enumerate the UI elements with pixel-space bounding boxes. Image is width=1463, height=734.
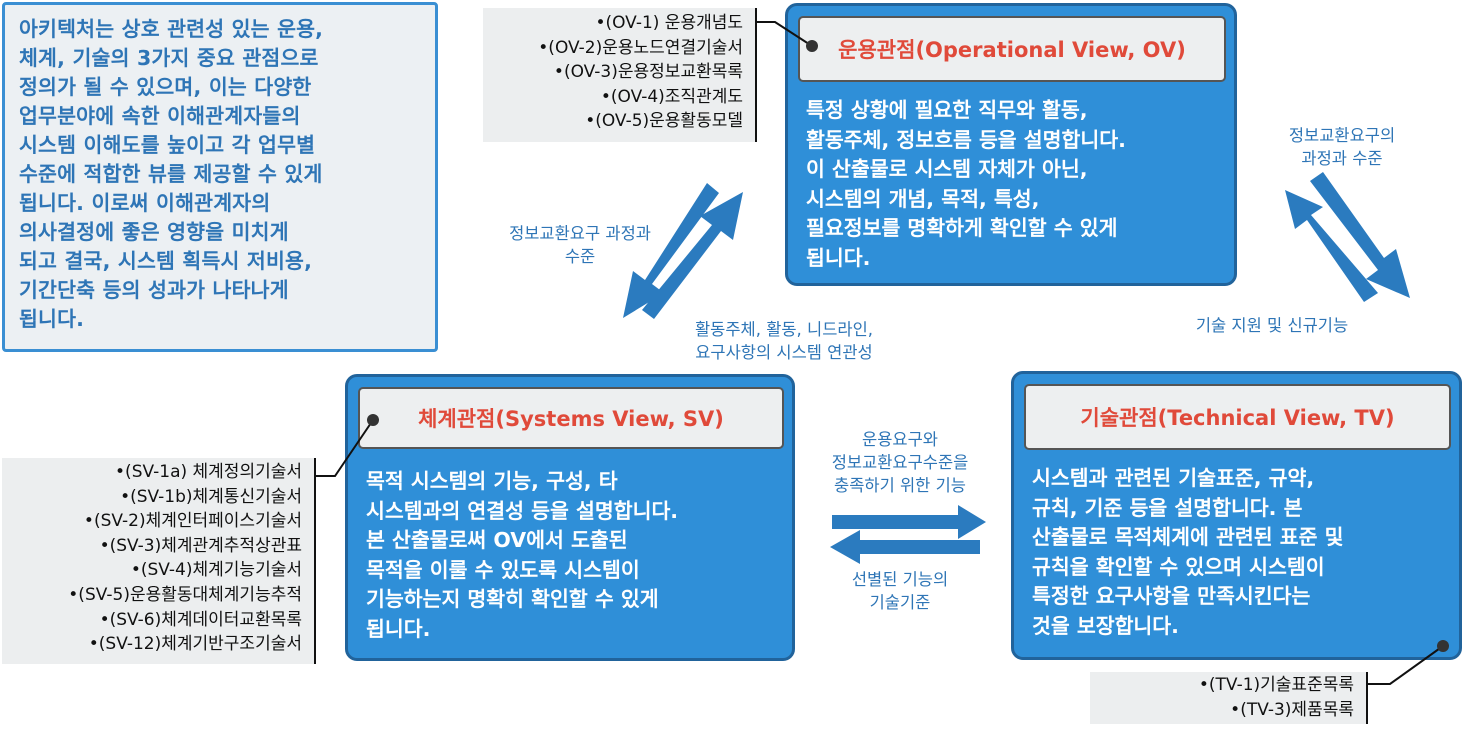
intro-line: 아키텍처는 상호 관련성 있는 운용, xyxy=(19,17,324,41)
caption-line: 수준 xyxy=(564,247,596,266)
sv-doc-item: •(SV-12)체계기반구조기술서 xyxy=(88,634,302,655)
tv-connector-line xyxy=(1368,645,1444,685)
sv-body-line: 목적을 이룰 수 있도록 시스템이 xyxy=(366,557,640,582)
technical-view-title: 기술관점(Technical View, TV) xyxy=(1024,384,1451,450)
sv-body-line: 됩니다. xyxy=(366,616,431,641)
ov-body-line: 필요정보를 명확하게 확인할 수 있게 xyxy=(806,216,1118,240)
tv-document-list: •(TV-1)기술표준목록 •(TV-3)제품목록 xyxy=(1090,672,1368,724)
tv-connector-dot xyxy=(1437,640,1449,652)
intro-line: 의사결정에 좋은 영향을 미치게 xyxy=(19,220,289,244)
sv-doc-item: •(SV-1a) 체계정의기술서 xyxy=(115,462,302,482)
operational-view-box: 운용관점(Operational View, OV) 특정 상황에 필요한 직무… xyxy=(785,3,1237,286)
ov-sv-upper-caption: 정보교환요구 과정과 수준 xyxy=(480,222,680,268)
sv-body-line: 기능하는지 명확히 확인할 수 있게 xyxy=(366,587,659,611)
ov-body-line: 시스템의 개념, 목적, 특성, xyxy=(806,186,1040,211)
intro-line: 수준에 적합한 뷰를 제공할 수 있게 xyxy=(19,162,323,186)
sv-body-line: 시스템과의 연결성 등을 설명합니다. xyxy=(366,498,679,523)
intro-line: 체계, 기술의 3가지 중요 관점으로 xyxy=(19,46,319,70)
tv-doc-item: •(TV-1)기술표준목록 xyxy=(1198,675,1354,695)
ov-doc-item: •(OV-2)운용노드연결기술서 xyxy=(538,37,743,58)
caption-line: 운용요구와 xyxy=(862,430,938,449)
tv-body-line: 특정한 요구사항을 만족시킨다는 xyxy=(1032,584,1311,608)
intro-line: 업무분야에 속한 이해관계자들의 xyxy=(19,104,301,128)
ov-to-tv-arrow xyxy=(1310,172,1410,298)
ov-tv-lower-caption: 기술 지원 및 신규기능 xyxy=(1162,314,1382,337)
ov-doc-item: •(OV-3)운용정보교환목록 xyxy=(553,62,743,83)
tv-to-sv-arrow xyxy=(830,530,980,564)
tv-body-line: 것을 보장합니다. xyxy=(1032,613,1179,638)
ov-tv-upper-caption: 정보교환요구의 과정과 수준 xyxy=(1262,124,1422,170)
systems-view-title: 체계관점(Systems View, SV) xyxy=(358,387,784,449)
sv-doc-item: •(SV-3)체계관계추적상관표 xyxy=(99,535,302,556)
sv-to-tv-arrow xyxy=(832,505,986,539)
ov-document-list: •(OV-1) 운용개념도 •(OV-2)운용노드연결기술서 •(OV-3)운용… xyxy=(483,8,757,142)
sv-tv-lower-caption: 선별된 기능의 기술기준 xyxy=(800,568,1000,614)
intro-line: 시스템 이해도를 높이고 각 업무별 xyxy=(19,133,316,157)
ov-sv-lower-caption: 활동주체, 활동, 니드라인, 요구사항의 시스템 연관성 xyxy=(668,318,900,364)
technical-view-description: 시스템과 관련된 기술표준, 규약, 규칙, 기준 등을 설명합니다. 본 산출… xyxy=(1032,464,1452,641)
technical-view-box: 기술관점(Technical View, TV) 시스템과 관련된 기술표준, … xyxy=(1011,371,1462,660)
caption-line: 충족하기 위한 기능 xyxy=(834,476,966,495)
intro-line: 기간단축 등의 성과가 나타나게 xyxy=(19,278,289,302)
sv-document-list: •(SV-1a) 체계정의기술서 •(SV-1b)체계통신기술서 •(SV-2)… xyxy=(2,458,316,664)
ov-connector-dot xyxy=(806,40,818,52)
caption-line: 정보교환요구수준을 xyxy=(831,453,969,472)
intro-line: 됩니다. 이로써 이해관계자의 xyxy=(19,191,271,215)
caption-line: 정보교환요구 과정과 xyxy=(509,224,651,243)
intro-line: 정의가 될 수 있으며, 이는 다양한 xyxy=(19,75,312,99)
tv-to-ov-arrow xyxy=(1285,190,1378,302)
ov-body-line: 특정 상황에 필요한 직무와 활동, xyxy=(806,98,1088,122)
sv-doc-item: •(SV-6)체계데이터교환목록 xyxy=(99,609,302,630)
sv-body-line: 목적 시스템의 기능, 구성, 타 xyxy=(366,469,618,493)
sv-doc-item: •(SV-5)운용활동대체계기능추적 xyxy=(68,584,302,605)
caption-line: 활동주체, 활동, 니드라인, xyxy=(694,320,874,339)
operational-view-title: 운용관점(Operational View, OV) xyxy=(798,16,1226,82)
sv-connector-line xyxy=(316,419,374,477)
ov-body-line: 활동주체, 정보흐름 등을 설명합니다. xyxy=(806,127,1126,152)
sv-doc-item: •(SV-1b)체계통신기술서 xyxy=(120,486,302,507)
tv-body-line: 규칙, 기준 등을 설명합니다. 본 xyxy=(1032,495,1303,520)
caption-line: 기술 지원 및 신규기능 xyxy=(1195,316,1349,335)
sv-body-line: 본 산출물로써 OV에서 도출된 xyxy=(366,528,628,552)
tv-body-line: 산출물로 목적체계에 관련된 표준 및 xyxy=(1032,525,1344,549)
systems-view-description: 목적 시스템의 기능, 구성, 타 시스템과의 연결성 등을 설명합니다. 본 … xyxy=(366,467,786,644)
caption-line: 선별된 기능의 xyxy=(851,570,949,589)
caption-line: 과정과 수준 xyxy=(1301,149,1383,168)
ov-connector-line xyxy=(757,21,813,47)
caption-line: 요구사항의 시스템 연관성 xyxy=(695,343,873,362)
intro-text-box: 아키텍처는 상호 관련성 있는 운용, 체계, 기술의 3가지 중요 관점으로 … xyxy=(2,2,438,352)
ov-doc-item: •(OV-4)조직관계도 xyxy=(600,86,743,107)
sv-doc-item: •(SV-4)체계기능기술서 xyxy=(130,560,302,581)
tv-body-line: 규칙을 확인할 수 있으며 시스템이 xyxy=(1032,554,1325,579)
caption-line: 기술기준 xyxy=(869,593,931,612)
ov-doc-item: •(OV-5)운용활동모델 xyxy=(585,111,743,132)
operational-view-description: 특정 상황에 필요한 직무와 활동, 활동주체, 정보흐름 등을 설명합니다. … xyxy=(806,96,1226,273)
intro-line: 됩니다. xyxy=(19,307,85,331)
systems-view-box: 체계관점(Systems View, SV) 목적 시스템의 기능, 구성, 타… xyxy=(345,374,795,661)
caption-line: 정보교환요구의 xyxy=(1288,126,1396,145)
ov-body-line: 됩니다. xyxy=(806,245,871,270)
tv-doc-item: •(TV-3)제품목록 xyxy=(1230,699,1354,720)
sv-tv-upper-caption: 운용요구와 정보교환요구수준을 충족하기 위한 기능 xyxy=(800,428,1000,497)
sv-doc-item: •(SV-2)체계인터페이스기술서 xyxy=(83,511,302,532)
intro-line: 되고 결국, 시스템 획득시 저비용, xyxy=(19,249,313,273)
ov-doc-item: •(OV-1) 운용개념도 xyxy=(595,13,743,33)
ov-to-sv-arrow xyxy=(623,183,719,318)
tv-body-line: 시스템과 관련된 기술표준, 규약, xyxy=(1032,466,1315,490)
sv-to-ov-arrow xyxy=(642,192,743,319)
sv-connector-dot xyxy=(367,414,379,426)
ov-body-line: 이 산출물로 시스템 자체가 아닌, xyxy=(806,157,1088,181)
